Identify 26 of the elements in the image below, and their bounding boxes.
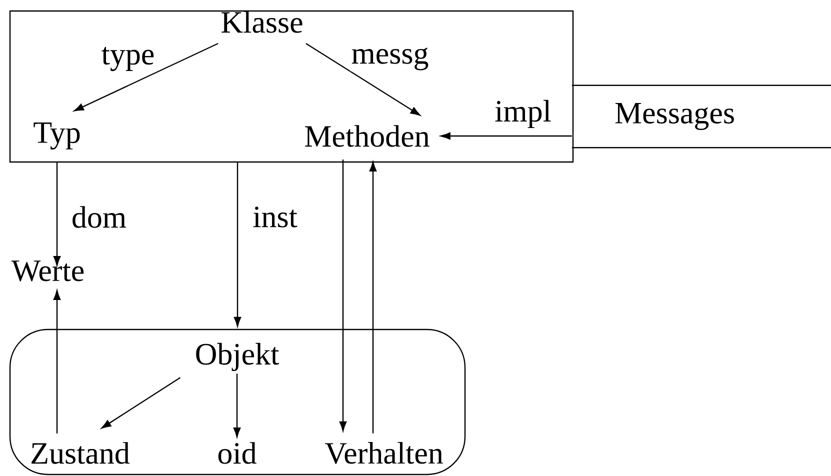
arrow [74,42,218,112]
values-label: Werte [11,260,84,282]
arrow [369,162,377,434]
behavior-label: Verhalten [324,442,443,464]
arrow [339,160,347,432]
type-label: Typ [34,122,80,150]
edge-label: type [100,46,156,72]
edge-label: inst [252,206,298,228]
edge-label: dom [70,205,128,229]
object-label: Objekt [196,342,280,372]
oid-label: oid [218,442,256,464]
state-label: Zustand [32,442,130,464]
object-box [9,328,466,476]
arrow [234,162,242,327]
arrow [101,377,181,429]
arrow [440,132,572,140]
arrow [53,162,61,266]
edge-label: messg [350,46,430,72]
edge-label: impl [494,98,552,130]
arrow [233,374,241,438]
methods-label: Methoden [305,125,430,147]
class-box [9,10,574,163]
data-store: Messages [572,84,831,148]
arrow [306,42,420,116]
arrow [53,290,61,434]
class-label: Klasse [222,11,302,33]
